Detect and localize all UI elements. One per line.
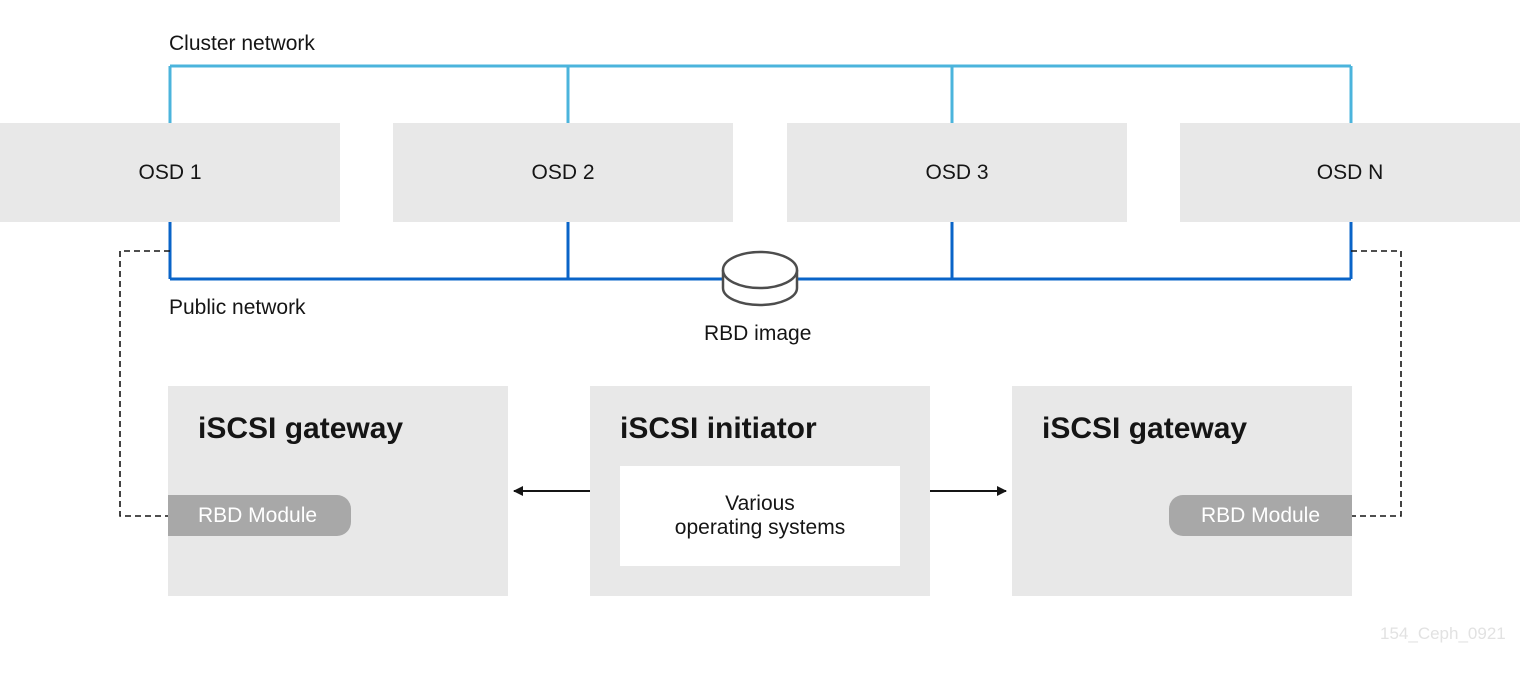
- figure-id-watermark: 154_Ceph_0921: [1380, 624, 1506, 643]
- rbd-module-label: RBD Module: [1200, 503, 1321, 527]
- public-network-label: Public network: [169, 296, 306, 319]
- gateway-title: iSCSI gateway: [1042, 412, 1248, 445]
- initiator-title: iSCSI initiator: [620, 412, 817, 445]
- os-line-1: Various: [725, 492, 795, 515]
- os-line-2: operating systems: [674, 516, 846, 539]
- iscsi-initiator: iSCSI initiator Various operating system…: [590, 386, 930, 596]
- rbd-module-badge: RBD Module: [1169, 495, 1352, 536]
- osd-label: OSD N: [1316, 160, 1384, 184]
- iscsi-gateway-right: iSCSI gateway RBD Module: [1012, 386, 1352, 596]
- osd-node-n: OSD N: [1180, 123, 1520, 222]
- rbd-module-label: RBD Module: [198, 503, 318, 527]
- rbd-module-badge: RBD Module: [168, 495, 351, 536]
- osd-label: OSD 3: [925, 160, 989, 184]
- operating-systems-panel: Various operating systems: [620, 466, 900, 566]
- osd-node-1: OSD 1: [0, 123, 340, 222]
- cluster-network-label: Cluster network: [169, 32, 315, 55]
- cluster-network-lines: [168, 64, 1353, 124]
- gateway-title: iSCSI gateway: [198, 412, 404, 445]
- disk-icon: [721, 250, 799, 307]
- osd-node-3: OSD 3: [787, 123, 1127, 222]
- osd-label: OSD 1: [138, 160, 202, 184]
- module-dashed-links: [119, 250, 1402, 517]
- rbd-image-label: RBD image: [704, 322, 812, 345]
- osd-label: OSD 2: [531, 160, 595, 184]
- iscsi-gateway-left: iSCSI gateway RBD Module: [168, 386, 508, 596]
- osd-node-2: OSD 2: [393, 123, 733, 222]
